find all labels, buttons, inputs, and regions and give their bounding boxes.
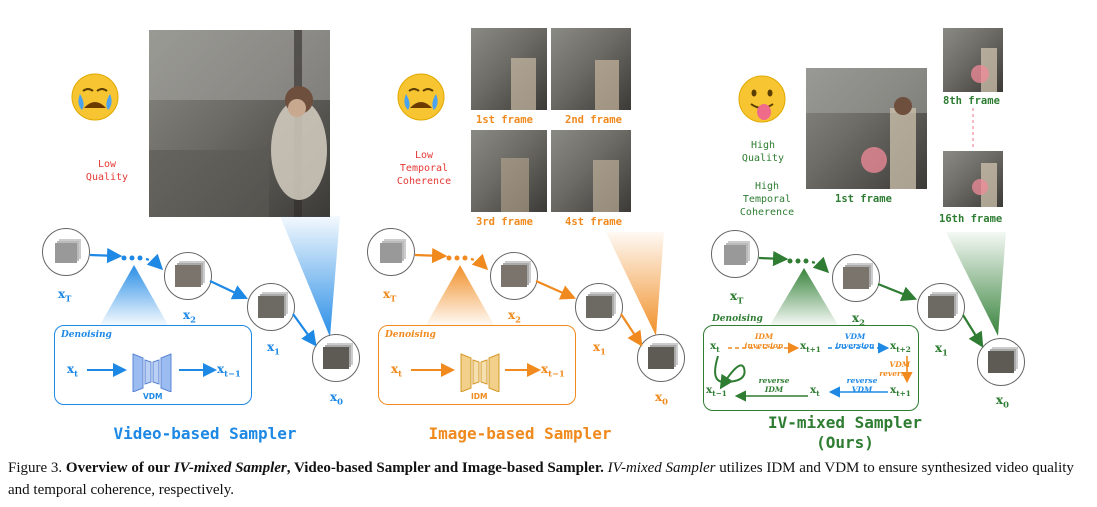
box-arrows: [411, 363, 541, 377]
mixed-box-xt1: xt+1: [800, 340, 821, 355]
image-frame-1: [471, 28, 547, 110]
edge-reverse-vdm: reverse VDM: [846, 376, 878, 394]
idm-network-icon: [460, 353, 500, 392]
frame-label-2: 2nd frame: [565, 114, 622, 126]
caption-rest: utilizes IDM and VDM to ensure synthesiz…: [8, 460, 1074, 498]
video-var-xT: xT: [58, 287, 72, 304]
image-var-x0: x0: [655, 390, 668, 407]
frame-label-3: 3rd frame: [476, 216, 533, 228]
mixed-box-xt: xt: [710, 340, 720, 355]
mixed-box-xt2: xt+2: [890, 340, 911, 355]
frame-link-dashes: [972, 108, 974, 150]
video-chain-arrows: [89, 247, 317, 347]
video-based-output-image: [149, 30, 330, 217]
low-quality-label: Low Quality: [85, 159, 129, 183]
mixed-frame-16: [943, 151, 1003, 207]
mixed-frame-8: [943, 28, 1003, 92]
mixed-node-x0: [977, 338, 1025, 386]
image-node-x2: [490, 252, 538, 300]
mixed-output-cone: [946, 232, 1006, 336]
image-frame-3: [471, 130, 547, 212]
image-frame-4: [551, 130, 631, 212]
frame-label-1: 1st frame: [476, 114, 533, 126]
mixed-sampler-title: IV-mixed Sampler (Ours): [767, 413, 923, 452]
denoising-title: Denoising: [710, 314, 765, 324]
mixed-var-xT: xT: [730, 289, 744, 306]
crying-face-icon: [71, 73, 119, 121]
mixed-var-x1: x1: [935, 341, 948, 358]
frame-label-4: 4st frame: [565, 216, 622, 228]
image-chain-arrows: [414, 247, 643, 347]
image-var-x1: x1: [593, 340, 606, 357]
image-node-x0: [637, 334, 685, 382]
mixed-box-xt1b: xt+1: [890, 384, 911, 399]
box-model-label: IDM: [471, 392, 488, 401]
mixed-box-arrows: [714, 342, 913, 402]
box-arrows: [87, 363, 217, 377]
image-sampler-title: Image-based Sampler: [428, 424, 612, 443]
tongue-out-face-icon: [738, 75, 786, 123]
mixed-frame-label-1: 1st frame: [835, 193, 892, 205]
box-output-var: xt−1: [541, 362, 565, 379]
video-var-x0: x0: [330, 390, 343, 407]
image-frame-2: [551, 28, 631, 110]
figure-caption: Figure 3. Overview of our IV-mixed Sampl…: [8, 457, 1092, 501]
video-denoising-box: Denoising xt VDM xt−1: [54, 325, 252, 405]
caption-bold-a: Overview of our: [65, 460, 171, 476]
denoising-title: Denoising: [385, 330, 436, 340]
box-input-var: xt: [391, 362, 403, 379]
image-node-x1: [575, 283, 623, 331]
edge-reverse-idm: reverse IDM: [758, 376, 790, 394]
image-var-xT: xT: [383, 287, 397, 304]
crying-face-icon: [397, 73, 445, 121]
video-var-x2: x2: [183, 308, 196, 325]
box-input-var: xt: [67, 362, 79, 379]
mixed-chain-arrows: [758, 250, 984, 348]
mixed-var-x2: x2: [852, 311, 865, 328]
caption-bold-c: , Video-based Sampler and Image-based Sa…: [286, 460, 604, 476]
box-output-var: xt−1: [217, 362, 241, 379]
video-node-xT: [42, 228, 90, 276]
low-temporal-coherence-label: Low Temporal Coherence: [396, 150, 452, 187]
image-output-cone: [606, 232, 664, 336]
mixed-node-x1: [917, 283, 965, 331]
high-quality-label: High Quality: [741, 140, 785, 164]
mixed-frame-label-16: 16th frame: [939, 213, 1003, 225]
mixed-var-x0: x0: [996, 393, 1009, 410]
caption-italic: IV-mixed Sampler: [607, 460, 716, 476]
image-node-xT: [367, 228, 415, 276]
edge-vdm-inversion: VDM inversion: [835, 332, 875, 350]
mixed-frame-1: [806, 68, 927, 189]
video-output-cone: [280, 216, 340, 337]
mixed-node-x2: [832, 254, 880, 302]
image-var-x2: x2: [508, 308, 521, 325]
caption-prefix: Figure 3.: [8, 460, 63, 476]
mixed-frame-label-8: 8th frame: [943, 95, 1000, 107]
box-model-label: VDM: [143, 392, 163, 401]
video-node-x2: [164, 252, 212, 300]
video-node-x1: [247, 283, 295, 331]
edge-vdm-reverse: VDM reverse: [879, 360, 910, 378]
image-denoising-box: Denoising xt IDM xt−1: [378, 325, 576, 405]
video-var-x1: x1: [267, 340, 280, 357]
vdm-network-icon: [132, 353, 172, 392]
mixed-denoising-box: Denoising xt xt+1 xt+2 xt+1 xt xt−1 IDM …: [703, 314, 919, 411]
mixed-box-xtb: xt: [810, 384, 820, 399]
edge-idm-inversion: IDM inversion: [744, 332, 784, 350]
video-node-x0: [312, 334, 360, 382]
mixed-box-xtm1: xt−1: [706, 384, 727, 399]
figure: Low Quality xT x2 x1 x0: [42, 28, 1025, 452]
denoising-title: Denoising: [61, 330, 112, 340]
high-temporal-coherence-label: High Temporal Coherence: [739, 181, 795, 218]
mixed-node-xT: [711, 230, 759, 278]
caption-bold-b: IV-mixed Sampler: [173, 460, 287, 476]
video-sampler-title: Video-based Sampler: [113, 424, 297, 443]
